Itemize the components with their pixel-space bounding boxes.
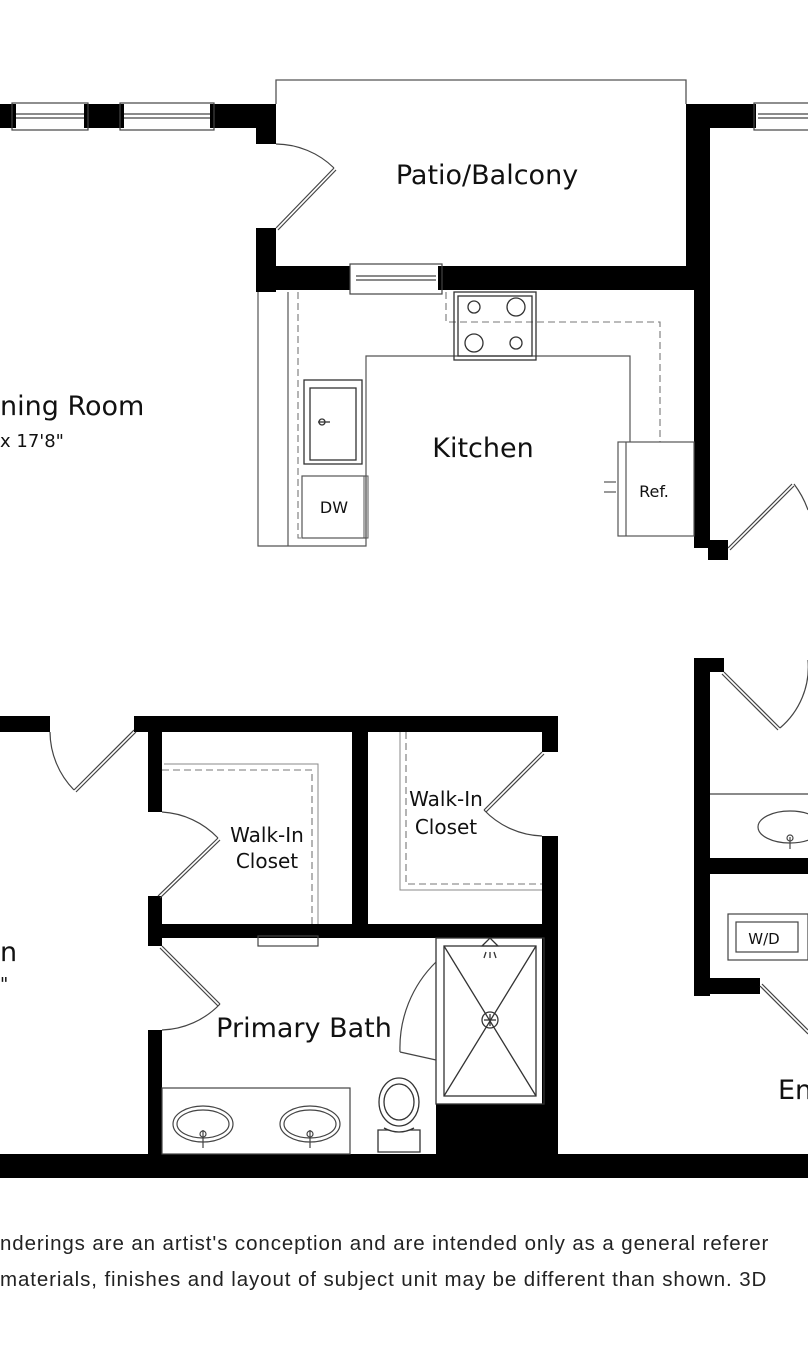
bedroom-label-fragment: n: [0, 937, 17, 968]
bath-door: [159, 945, 221, 1031]
walk-in-closet-left-line2: Closet: [236, 849, 298, 873]
walk-in-closet-right-line1: Walk-In: [409, 787, 483, 811]
dining-room-dimensions: x 17'8": [0, 431, 64, 452]
right-wing-walls: [694, 658, 808, 996]
refrigerator: Ref.: [604, 441, 695, 537]
range: [453, 291, 537, 361]
closet-shelving: [162, 732, 542, 924]
primary-bath-label: Primary Bath: [216, 1013, 392, 1044]
right-wing-door: [721, 660, 808, 731]
right-vanity: [710, 793, 808, 849]
bedroom-walls: [0, 716, 808, 1178]
patio-label: Patio/Balcony: [396, 160, 578, 191]
washer-dryer-label: W/D: [748, 930, 779, 948]
kitchen-window: [349, 263, 443, 295]
bath-window: [257, 935, 319, 947]
patio-walls: [256, 104, 728, 560]
entry-label-fragment: En: [778, 1075, 808, 1106]
refrigerator-label: Ref.: [639, 482, 669, 501]
right-closet-door: [483, 751, 545, 837]
disclaimer-line-1: nderings are an artist's conception and …: [0, 1232, 770, 1255]
dishwasher-label: DW: [320, 498, 348, 517]
bath-vanity: [161, 1087, 351, 1155]
bedroom-door: [49, 729, 137, 793]
kitchen-sink: [303, 379, 363, 465]
patio-railing: [275, 79, 687, 104]
closet-shelving-solid: [164, 732, 542, 924]
patio-door: [275, 143, 337, 231]
bedroom-dimensions-fragment: ": [0, 974, 8, 995]
left-closet-door: [157, 811, 221, 899]
disclaimer-line-2: materials, finishes and layout of subjec…: [0, 1268, 768, 1291]
washer-dryer: W/D: [727, 913, 808, 961]
kitchen-counters: [257, 292, 631, 547]
window-3: [753, 102, 808, 131]
walk-in-closet-right-line2: Closet: [415, 815, 477, 839]
entry-door: [759, 983, 808, 1035]
kitchen-label: Kitchen: [432, 433, 533, 464]
window-1: [11, 102, 89, 131]
shower: [435, 937, 545, 1105]
toilet: [377, 1077, 421, 1153]
shower-door: [399, 961, 437, 1061]
dishwasher: DW: [301, 475, 369, 539]
dining-room-label: ning Room: [0, 391, 144, 422]
walk-in-closet-left-line1: Walk-In: [230, 823, 304, 847]
window-2: [119, 102, 215, 131]
